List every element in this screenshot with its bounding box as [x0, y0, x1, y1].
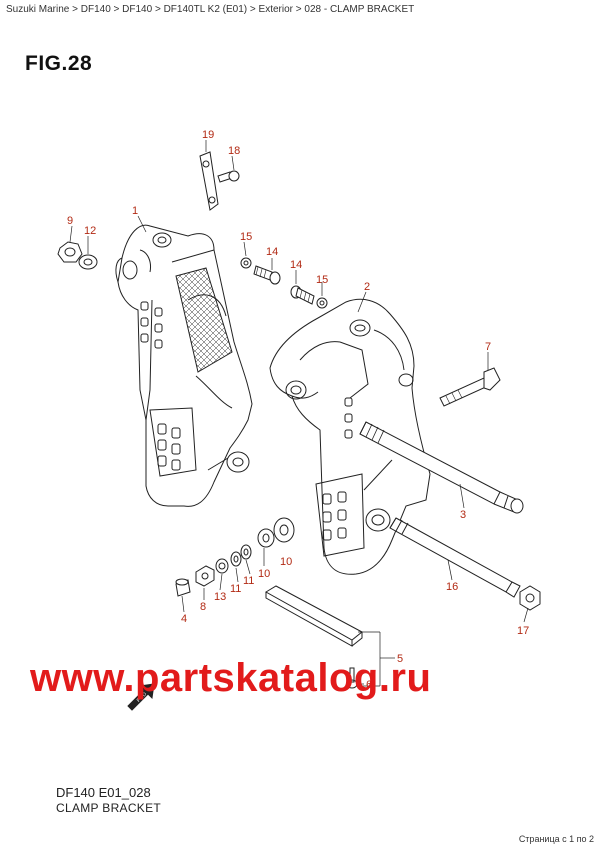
- callout-8: 8: [200, 601, 206, 613]
- callout-3: 3: [460, 509, 466, 521]
- strap-part-19: [199, 151, 219, 211]
- nut-part-8: [195, 565, 215, 587]
- callout-4: 4: [181, 613, 187, 625]
- callout-17: 17: [517, 625, 529, 637]
- watermark: www.partskatalog.ru: [30, 656, 432, 700]
- callout-7: 7: [485, 341, 491, 353]
- washer-part-10: [257, 528, 275, 548]
- screw-part-6: [346, 667, 358, 689]
- callout-14: 14: [266, 246, 278, 258]
- bushing-part-4: [175, 578, 191, 597]
- bolt-part-14b: [290, 285, 315, 305]
- nut-part-9: [57, 241, 83, 263]
- callout-10: 10: [258, 568, 270, 580]
- callout-9: 9: [67, 215, 73, 227]
- callout-2: 2: [364, 281, 370, 293]
- diagram-name: CLAMP BRACKET: [56, 801, 162, 815]
- diagram-code: DF140 E01_028: [56, 785, 151, 800]
- clamp-bracket-part-2: [269, 298, 431, 575]
- washer-part-15: [240, 257, 252, 269]
- clamp-bracket-part-1: [115, 224, 253, 507]
- callout-11b: 11: [243, 575, 254, 587]
- breadcrumb: Suzuki Marine > DF140 > DF140 > DF140TL …: [6, 4, 415, 15]
- callout-13: 13: [214, 591, 226, 603]
- callout-15: 15: [240, 231, 252, 243]
- nut-part-17: [519, 585, 541, 611]
- callout-11: 11: [230, 583, 241, 595]
- plate-part-5: [265, 585, 363, 647]
- callout-12: 12: [84, 225, 96, 237]
- lower-shaft-part-16: [389, 517, 521, 598]
- callout-5: 5: [397, 653, 403, 665]
- callout-19: 19: [202, 129, 214, 141]
- washer-part-13: [215, 558, 229, 574]
- callout-18: 18: [228, 145, 240, 157]
- washer-part-15b: [316, 297, 328, 309]
- bolt-part-7: [439, 367, 501, 407]
- fwd-arrow-icon: [127, 683, 155, 711]
- callout-6: 6: [366, 679, 372, 691]
- washer-part-12: [78, 254, 98, 270]
- washer-part-11: [230, 551, 242, 567]
- bolt-part-14: [253, 265, 281, 285]
- callout-10b: 10: [280, 556, 292, 568]
- screw-part-18: [217, 170, 240, 183]
- washer-part-11b: [240, 544, 252, 560]
- callout-1: 1: [132, 205, 138, 217]
- page-indicator: Страница с 1 по 2: [518, 834, 594, 844]
- callout-14b: 14: [290, 259, 302, 271]
- callout-15b: 15: [316, 274, 328, 286]
- washer-part-10-large: [273, 517, 295, 543]
- leader-lines: [69, 140, 529, 687]
- callout-16: 16: [446, 581, 458, 593]
- tilt-tube-part-3: [359, 421, 524, 514]
- figure-label: FIG.28: [25, 52, 93, 75]
